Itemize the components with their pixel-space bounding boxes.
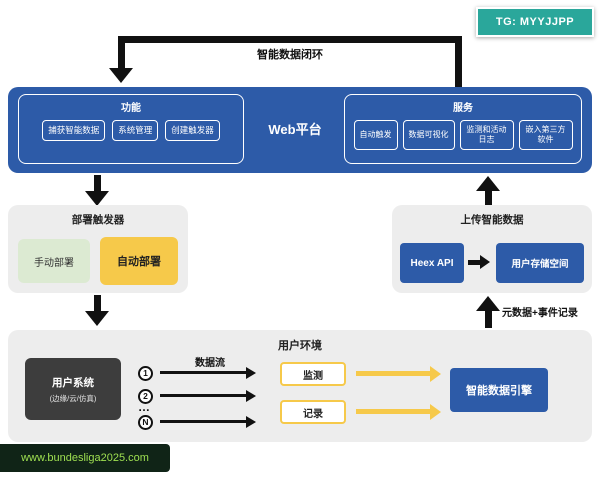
- service-item: 监测和活动日志: [459, 120, 514, 150]
- deploy-title: 部署触发器: [71, 214, 125, 226]
- function-item: 创建触发器: [165, 120, 220, 141]
- monitor-button: 监测: [280, 362, 346, 386]
- stream-arrow-1-head: [246, 367, 256, 379]
- functions-title: 功能: [121, 103, 141, 114]
- stream-arrow-2: [160, 394, 246, 397]
- web-platform-panel: 功能 捕获智能数据 系统管理 创建触发器 Web平台 服务 自动触发 数据可视化…: [8, 87, 592, 173]
- user-storage-button: 用户存储空间: [496, 243, 584, 283]
- tg-badge: TG: MYYJJPP: [476, 7, 594, 37]
- monitor-to-engine-arrow-head: [430, 366, 441, 382]
- auto-deploy-button: 自动部署: [100, 237, 178, 285]
- stream-arrow-n-head: [246, 416, 256, 428]
- services-row: 自动触发 数据可视化 监测和活动日志 嵌入第三方软件: [345, 120, 581, 150]
- upload-to-platform-arrow-head: [476, 176, 500, 191]
- monitor-to-engine-arrow: [356, 371, 430, 376]
- metadata-flow-label: 元数据+事件记录: [502, 308, 578, 319]
- stream-circle-1: 1: [138, 366, 153, 381]
- loop-arrow-right-bar: [455, 36, 462, 87]
- data-engine-box: 智能数据引擎: [450, 368, 548, 412]
- heex-api-button: Heex API: [400, 243, 464, 283]
- environment-to-upload-arrow: [485, 310, 492, 328]
- platform-to-deploy-arrow-head: [85, 191, 109, 206]
- upload-data-panel: 上传智能数据 Heex API 用户存储空间: [392, 205, 592, 293]
- functions-group: 功能 捕获智能数据 系统管理 创建触发器: [18, 94, 244, 164]
- stream-arrow-n: [160, 420, 246, 423]
- upload-to-platform-arrow: [485, 190, 492, 205]
- loop-arrow-top-bar: [118, 36, 462, 43]
- record-button: 记录: [280, 400, 346, 424]
- platform-to-deploy-arrow: [94, 175, 101, 191]
- platform-title: Web平台: [268, 122, 322, 137]
- user-system-title: 用户系统: [52, 376, 94, 389]
- api-to-storage-arrow-head: [480, 255, 490, 269]
- deploy-to-environment-arrow-head: [85, 311, 109, 326]
- record-to-engine-arrow: [356, 409, 430, 414]
- loop-arrow-down-head: [109, 68, 133, 83]
- environment-to-upload-arrow-head: [476, 296, 500, 311]
- services-title: 服务: [453, 103, 473, 114]
- watermark: www.bundesliga2025.com: [0, 444, 170, 472]
- service-item: 嵌入第三方软件: [518, 120, 573, 150]
- stream-circle-n: N: [138, 415, 153, 430]
- data-flow-label: 数据流: [195, 358, 225, 369]
- user-system-subtitle: (边缘/云/仿真): [49, 393, 97, 403]
- environment-title: 用户环境: [278, 340, 322, 352]
- services-group: 服务 自动触发 数据可视化 监测和活动日志 嵌入第三方软件: [344, 94, 582, 164]
- functions-row: 捕获智能数据 系统管理 创建触发器: [19, 120, 243, 141]
- stream-arrow-2-head: [246, 390, 256, 402]
- deploy-to-environment-arrow: [94, 295, 101, 311]
- service-item: 自动触发: [353, 120, 398, 150]
- stream-arrow-1: [160, 371, 246, 374]
- function-item: 系统管理: [112, 120, 159, 141]
- manual-deploy-button: 手动部署: [18, 239, 90, 283]
- tg-badge-label: TG: MYYJJPP: [495, 16, 575, 28]
- upload-title: 上传智能数据: [460, 214, 524, 226]
- user-environment-panel: 用户环境 用户系统 (边缘/云/仿真) 数据流 1 2 … N 监测 记录 智能…: [8, 330, 592, 442]
- user-system-box: 用户系统 (边缘/云/仿真): [25, 358, 121, 420]
- function-item: 捕获智能数据: [42, 120, 106, 141]
- deploy-trigger-panel: 部署触发器 手动部署 自动部署: [8, 205, 188, 293]
- api-to-storage-arrow: [468, 260, 480, 265]
- loop-arrow-left-bar: [118, 36, 125, 68]
- record-to-engine-arrow-head: [430, 404, 441, 420]
- loop-label: 智能数据闭环: [257, 49, 323, 61]
- stream-ellipsis: …: [138, 400, 150, 414]
- service-item: 数据可视化: [402, 120, 455, 150]
- stream-circle-2: 2: [138, 389, 153, 404]
